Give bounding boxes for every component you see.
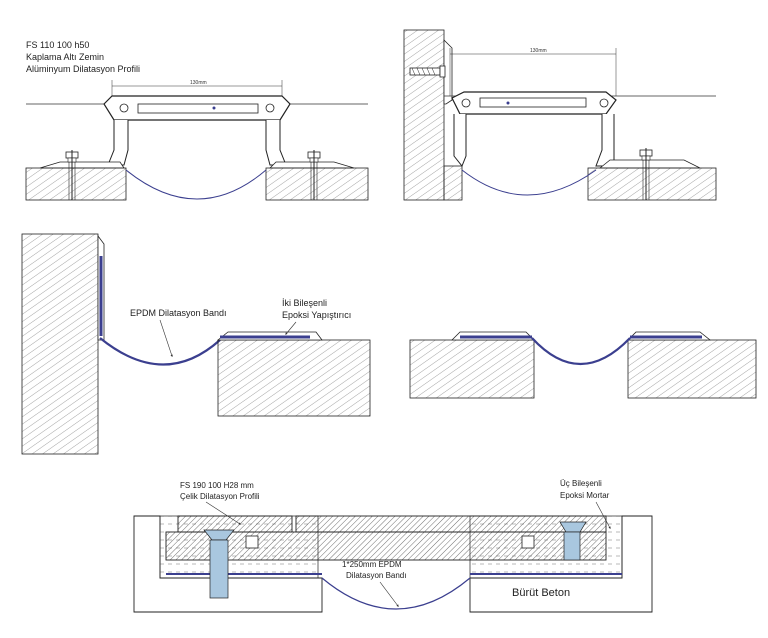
- panel5-anchor-left: [203, 529, 235, 599]
- panel1-pin: [212, 106, 216, 110]
- panel5-band-leader: [379, 581, 399, 607]
- panel1-bolt-left: [65, 150, 79, 200]
- panel2-wall-screw: [409, 65, 446, 78]
- panel5-band-line2: Dilatasyon Bandı: [346, 571, 406, 580]
- panel1-hinge-right: [265, 103, 275, 113]
- panel2-dimension-text: 130mm: [530, 48, 547, 54]
- panel1-flange-left: [39, 161, 125, 169]
- panel5-steel-body: [165, 531, 607, 561]
- panel4-concrete-left: [409, 339, 535, 399]
- panel-steel-profile: FS 190 100 H28 mm Çelik Dilatasyon Profi…: [133, 479, 653, 613]
- panel1-title-line1: FS 110 100 h50: [26, 40, 89, 50]
- panel2-flange-right: [598, 159, 701, 169]
- panel5-steel-top-left: [177, 515, 293, 533]
- panel1-title-line2: Kaplama Altı Zemin: [26, 52, 104, 62]
- panel5-profile-line1: FS 190 100 H28 mm: [180, 481, 254, 490]
- panel5-concrete-label: Bürüt Beton: [512, 587, 570, 599]
- panel3-band-label: EPDM Dilatasyon Bandı: [130, 308, 227, 318]
- panel2-leg-right: [595, 114, 615, 167]
- panel1-dimension-text: 130mm: [190, 80, 207, 86]
- panel3-adhesive-line2: Epoksi Yapıştırıcı: [282, 310, 351, 320]
- panel5-profile-leader: [205, 501, 242, 525]
- panel1-concrete-left: [25, 167, 127, 201]
- panel3-adhesive-line1: İki Bileşenli: [282, 298, 327, 308]
- panel3-band-leader: [159, 319, 173, 358]
- panel1-hinge-left: [119, 103, 129, 113]
- panel2-hinge-left: [461, 98, 471, 108]
- panel-epdm-floor: [409, 331, 757, 399]
- panel5-band: [321, 577, 471, 610]
- panel5-mortar-leader: [595, 501, 611, 530]
- panel1-center-insert: [137, 103, 259, 114]
- panel2-pin: [506, 101, 510, 105]
- panel2-concrete-left: [443, 165, 463, 201]
- panel5-slot-right: [521, 535, 535, 549]
- panel2-band: [461, 169, 597, 196]
- panel5-steel-top-right: [295, 515, 607, 533]
- panel1-leg-left: [107, 120, 129, 166]
- panel2-center-insert: [479, 97, 587, 108]
- panel-epdm-wall: EPDM Dilatasyon Bandı İki Bileşenli Epok…: [21, 233, 371, 455]
- panel2-wall: [403, 29, 445, 201]
- panel1-band: [125, 169, 267, 200]
- panel5-slot-left: [245, 535, 259, 549]
- panel2-leg-left: [453, 114, 467, 167]
- panel-aluminium-profile: FS 110 100 h50 Kaplama Altı Zemin Alümin…: [25, 40, 369, 201]
- panel2-concrete-right: [587, 167, 717, 201]
- panel3-band: [99, 337, 221, 366]
- panel3-wall: [21, 233, 99, 455]
- panel4-concrete-right: [627, 339, 757, 399]
- panel2-hinge-right: [599, 98, 609, 108]
- panel5-mortar-line1: Üç Bileşenli: [560, 479, 602, 488]
- panel1-leg-right: [265, 120, 287, 166]
- panel5-band-line1: 1*250mm EPDM: [342, 560, 402, 569]
- panel1-title-line3: Alüminyum Dilatasyon Profili: [26, 64, 140, 74]
- panel5-mortar-line2: Epoksi Mortar: [560, 491, 610, 500]
- panel3-concrete: [217, 339, 371, 417]
- panel1-flange-right: [269, 161, 355, 169]
- panel3-adhesive-leader: [285, 321, 297, 335]
- panel5-anchor-right: [559, 521, 587, 561]
- panel2-bolt: [639, 148, 653, 200]
- panel-wall-profile: 130mm: [403, 29, 717, 201]
- panel5-profile-line2: Çelik Dilatasyon Profili: [180, 492, 260, 501]
- panel4-band: [531, 337, 631, 366]
- panel1-bolt-right: [307, 150, 321, 200]
